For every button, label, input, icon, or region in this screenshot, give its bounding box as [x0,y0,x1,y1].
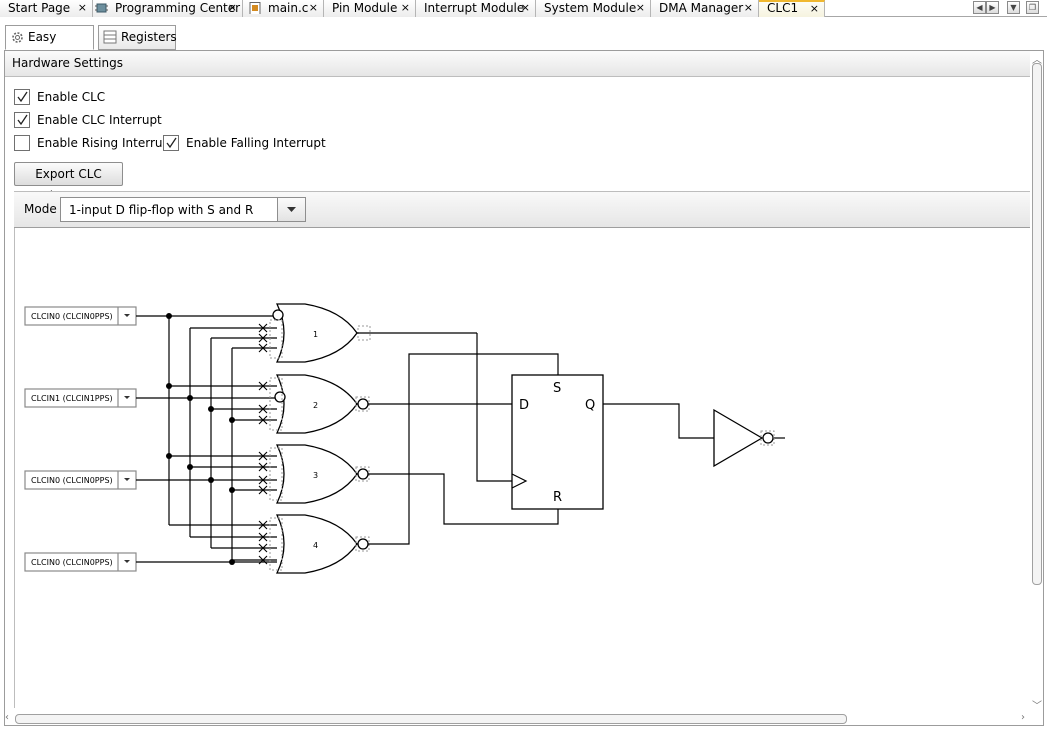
input-select-label-3: CLCIN0 (CLCIN0PPS) [31,476,113,485]
scroll-left-icon[interactable]: ◀ [973,1,986,14]
horizontal-scroll-thumb[interactable] [15,714,847,724]
tab-navigation: ◀ ▶ ▼ ❐ [973,0,1043,17]
tab-label: Start Page [8,1,71,15]
tab-label: main.c [268,1,309,15]
list-icon [103,30,117,44]
tab-clc1[interactable]: CLC1 × [759,0,825,17]
tab-dma-manager[interactable]: DMA Manager × [651,0,759,17]
enable-rising-interrupt-checkbox[interactable] [14,135,30,151]
scroll-down-icon[interactable]: ﹀ [1032,701,1042,712]
tab-label: Interrupt Module [424,1,525,15]
c-file-icon [249,2,261,14]
section-title: Hardware Settings [5,51,1031,77]
vertical-scrollbar[interactable]: ︿ ﹀ [1030,51,1043,725]
enable-falling-interrupt-label: Enable Falling Interrupt [186,136,326,150]
enable-clc-label: Enable CLC [37,90,106,104]
checkmark-icon [17,114,28,126]
mode-label: Mode [24,202,57,216]
input-select-label-1: CLCIN0 (CLCIN0PPS) [31,312,113,321]
or-gate-1 [269,303,371,363]
or-gate-4 [269,514,370,574]
tab-registers[interactable]: Registers [98,25,177,50]
scroll-up-icon[interactable]: ︿ [1032,55,1042,66]
interrupt-edge-row: Enable Rising Interrupt Enable Falling I… [14,134,326,152]
mode-dropdown-button[interactable] [277,198,305,221]
horizontal-scrollbar[interactable]: ‹ › [5,712,1031,725]
mode-bar: Mode 1-input D flip-flop with S and R [14,191,1032,228]
enable-rising-interrupt-label: Enable Rising Interrupt [37,136,175,150]
tab-start-page[interactable]: Start Page × [0,0,93,17]
tab-label: Registers [121,30,177,44]
document-tab-strip: Start Page × Programming Center × main.c… [0,0,1047,17]
gate-number-3: 3 [313,471,318,480]
tab-interrupt-module[interactable]: Interrupt Module × [416,0,536,17]
close-icon[interactable]: × [227,1,237,14]
checkmark-icon [17,91,28,103]
tab-pin-module[interactable]: Pin Module × [324,0,416,17]
close-icon[interactable]: × [77,1,87,14]
d-flip-flop [511,374,604,510]
tab-system-module[interactable]: System Module × [536,0,651,17]
close-icon[interactable]: × [520,1,530,14]
mode-select[interactable]: 1-input D flip-flop with S and R [60,197,306,222]
tab-main-c[interactable]: main.c × [243,0,324,17]
export-clc-image-button[interactable]: Export CLC image [14,162,123,203]
close-icon[interactable]: × [308,1,318,14]
gate-number-1: 1 [313,330,318,339]
enable-falling-interrupt-checkbox[interactable] [163,135,179,151]
tab-label: System Module [544,1,637,15]
tab-list-icon[interactable]: ▼ [1007,1,1020,14]
tab-label: CLC1 [767,1,799,15]
mode-select-value: 1-input D flip-flop with S and R [69,203,254,217]
vertical-scroll-thumb[interactable] [1032,63,1042,585]
close-icon[interactable]: × [743,1,753,14]
ff-q-label: Q [585,398,595,413]
scroll-right-icon[interactable]: › [1021,712,1025,723]
gate-number-4: 4 [313,541,318,550]
or-gate-3 [269,444,370,504]
ff-s-label: S [553,381,561,396]
input-select-label-4: CLCIN0 (CLCIN0PPS) [31,558,113,567]
clc-schematic-canvas: S D Q R CLCIN0 (CLCIN0PPS) CLCIN1 (CLCIN… [14,228,1033,708]
tab-label: DMA Manager [659,1,744,15]
scroll-right-icon[interactable]: ▶ [986,1,999,14]
checkmark-icon [166,137,177,149]
ff-r-label: R [553,490,562,505]
input-select-2[interactable] [24,388,137,408]
tab-label: Programming Center [115,1,241,15]
close-icon[interactable]: × [400,1,410,14]
clc-diagram: S D Q R CLCIN0 (CLCIN0PPS) CLCIN1 (CLCIN… [24,303,785,574]
hardware-settings-panel: Hardware Settings Enable CLC Enable CLC … [4,50,1044,726]
enable-clc-interrupt-checkbox[interactable] [14,112,30,128]
restore-window-icon[interactable]: ❐ [1026,1,1039,14]
output-inverter [713,408,775,468]
ff-d-label: D [519,398,529,413]
tab-easy-setup[interactable]: Easy Setup [5,25,94,67]
gear-icon [12,32,23,43]
close-icon[interactable]: × [635,1,645,14]
input-select-label-2: CLCIN1 (CLCIN1PPS) [31,394,113,403]
chevron-down-icon [287,207,296,212]
gate-number-2: 2 [313,401,318,410]
tab-programming-center[interactable]: Programming Center × [93,0,243,17]
or-gate-2 [269,374,370,434]
enable-clc-interrupt-label: Enable CLC Interrupt [37,113,162,127]
chip-icon [95,3,108,13]
enable-clc-checkbox[interactable] [14,89,30,105]
close-icon[interactable]: × [809,2,819,15]
tab-label: Pin Module [332,1,398,15]
scroll-left-icon[interactable]: ‹ [5,712,9,723]
